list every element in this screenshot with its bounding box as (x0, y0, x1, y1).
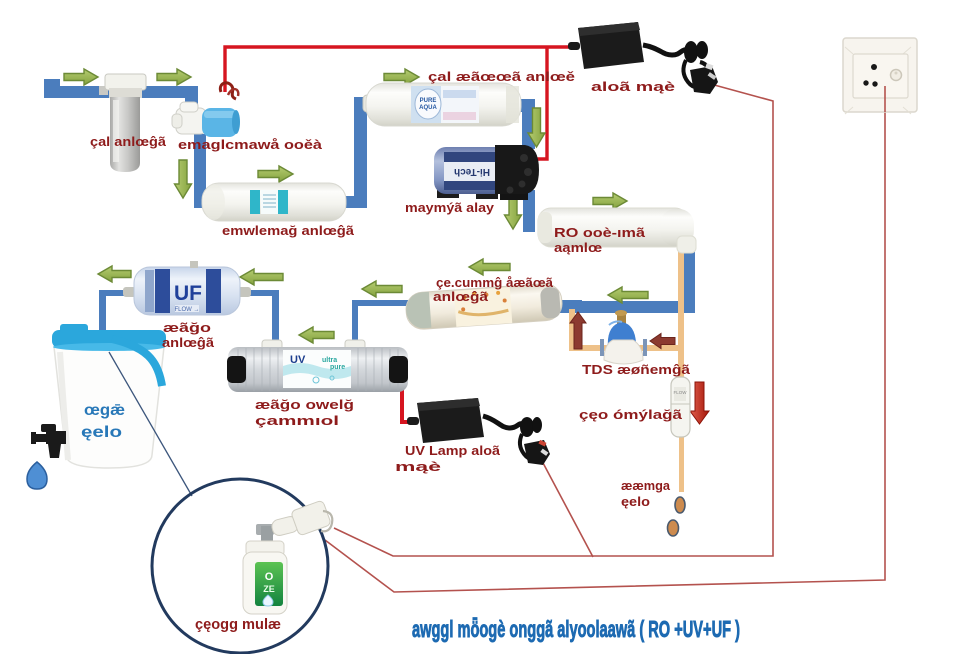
svg-text:çęo ómýlağã: çęo ómýlağã (579, 407, 683, 422)
svg-text:çal æãœœã anlœě: çal æãœœã anlœě (428, 69, 575, 84)
svg-text:çal anlœĝã: çal anlœĝã (90, 134, 167, 149)
svg-text:UV: UV (290, 354, 306, 366)
svg-text:PURE: PURE (420, 98, 437, 104)
svg-text:alоã mąè: alоã mąè (591, 79, 675, 94)
svg-text:awggl mȫogè onggã alyoolaawã (: awggl mȫogè onggã alyoolaawã ( RO +UV+UF… (412, 616, 740, 642)
svg-text:çe.cummĝ åæãœã: çe.cummĝ åæãœã (436, 275, 554, 290)
svg-text:Hi-Tech: Hi-Tech (454, 166, 490, 177)
svg-text:emaglcmawå ooěà: emaglcmawå ooěà (178, 137, 323, 152)
svg-text:aąmlœ: aąmlœ (554, 240, 602, 255)
svg-text:FLOW: FLOW (674, 390, 688, 395)
svg-text:O: O (265, 571, 274, 583)
svg-text:UV Lamp alоã: UV Lamp alоã (405, 443, 501, 458)
svg-text:pure: pure (330, 364, 345, 371)
svg-text:æãğo owelğ: æãğo owelğ (255, 397, 354, 412)
svg-text:æãğo: æãğo (163, 320, 211, 335)
svg-text:ultra: ultra (322, 357, 337, 364)
svg-text:çęogg mulæ: çęogg mulæ (195, 616, 281, 633)
svg-text:çammıol: çammıol (255, 413, 339, 428)
svg-text:AQUA: AQUA (419, 105, 437, 111)
svg-text:ęelo: ęelo (621, 494, 650, 509)
svg-text:ææmga: ææmga (621, 478, 671, 493)
svg-text:emwlemağ anlœĝã: emwlemağ anlœĝã (222, 223, 355, 238)
svg-text:FLOW →: FLOW → (175, 307, 200, 313)
svg-text:mąè: mąè (395, 459, 441, 474)
svg-text:ęelo: ęelo (81, 424, 122, 441)
svg-text:TDS æøñemĝã: TDS æøñemĝã (582, 362, 691, 377)
svg-text:anlœĝã: anlœĝã (162, 335, 215, 350)
svg-text:ZE: ZE (263, 584, 275, 594)
svg-text:anlœĝã: anlœĝã (433, 289, 489, 304)
svg-text:œgǣ: œgǣ (84, 402, 125, 419)
svg-text:RO ooè-ımã: RO ooè-ımã (554, 225, 646, 240)
svg-text:UF: UF (174, 282, 202, 305)
svg-text:maymýã alay: maymýã alay (405, 200, 495, 215)
